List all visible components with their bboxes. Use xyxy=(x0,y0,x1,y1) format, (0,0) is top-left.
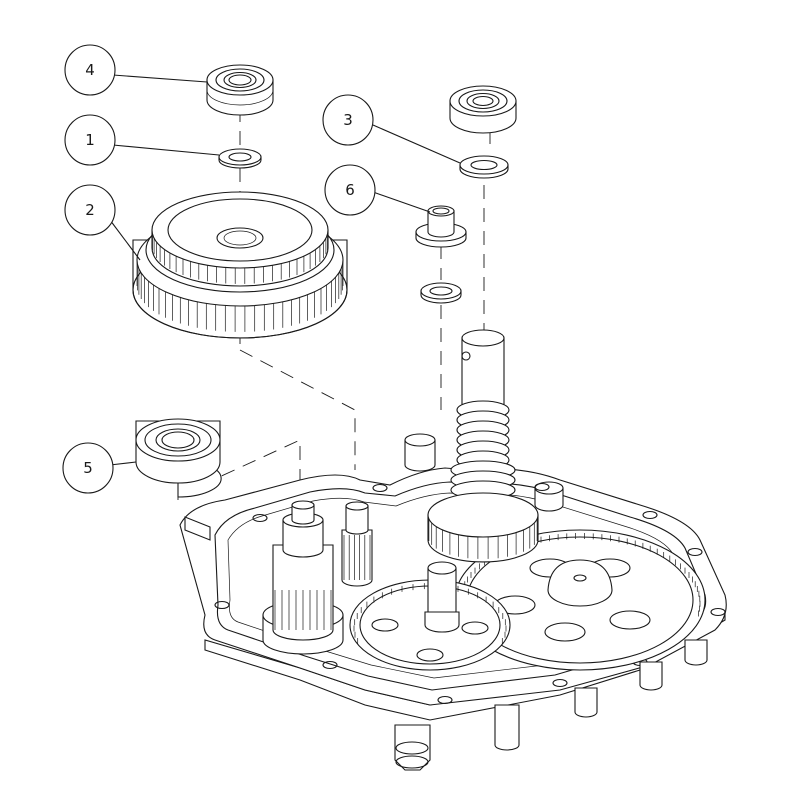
callout-3: 3 xyxy=(322,94,374,146)
callouts: 4 1 2 3 6 5 xyxy=(62,44,461,494)
washer-part-1 xyxy=(218,148,262,169)
bearing-part-4 xyxy=(206,64,274,116)
output-shaft-assembly xyxy=(427,329,539,563)
double-gear-part-2 xyxy=(132,191,348,339)
callout-5-label: 5 xyxy=(83,459,93,477)
washer-part-3 xyxy=(459,155,509,179)
callout-3-label: 3 xyxy=(343,111,353,129)
callout-2: 2 xyxy=(64,184,116,236)
middle-gear xyxy=(349,561,511,671)
callout-1: 1 xyxy=(64,114,116,166)
pinion-shaft xyxy=(341,501,373,587)
callout-4: 4 xyxy=(64,44,116,96)
callout-1-label: 1 xyxy=(85,131,95,149)
callout-4-label: 4 xyxy=(85,61,95,79)
callout-5: 5 xyxy=(62,442,114,494)
bearing-part-5 xyxy=(135,418,222,498)
callout-6-label: 6 xyxy=(345,181,355,199)
washer-below-bushing xyxy=(420,282,462,304)
callout-2-label: 2 xyxy=(85,201,95,219)
flanged-bushing-part-6 xyxy=(415,205,467,248)
left-shaft-assembly xyxy=(262,500,344,655)
large-internal-gear xyxy=(454,529,706,671)
callout-6: 6 xyxy=(324,164,376,216)
bearing-part-3-top xyxy=(449,85,517,134)
